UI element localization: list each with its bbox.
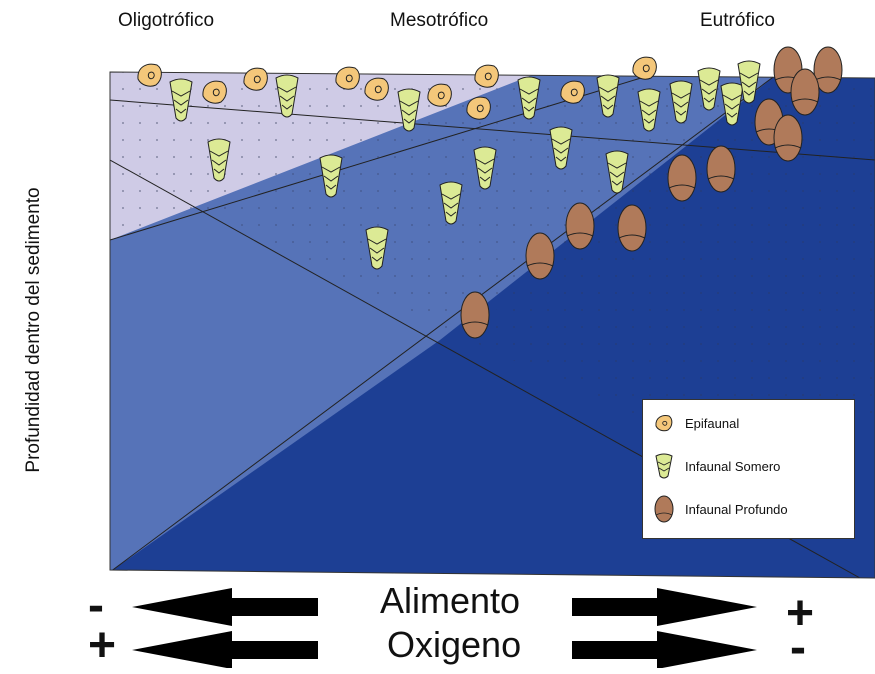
arrow-left-bottom	[132, 631, 318, 668]
oxigeno-right-sign: -	[790, 621, 806, 674]
infaunal-somero-organism	[517, 76, 541, 120]
infaunal-profundo-organism	[813, 46, 843, 94]
diagram-frame	[109, 71, 875, 579]
epifaunal-icon	[655, 415, 673, 432]
infaunal-profundo-organism	[617, 204, 647, 252]
infaunal-somero-organism	[397, 88, 421, 132]
epifaunal-organism	[364, 77, 389, 101]
header-eutrofico: Eutrófico	[700, 10, 775, 31]
infaunal-profundo-organism	[525, 232, 555, 280]
infaunal-profundo-organism	[790, 68, 820, 116]
alimento-right-sign: +	[786, 587, 815, 640]
arrow-right-bottom	[572, 631, 757, 668]
oxigeno-label: Oxigeno	[387, 624, 522, 665]
oxigeno-left-sign: +	[88, 619, 117, 672]
infaunal-somero-organism	[473, 146, 497, 190]
epifaunal-organism	[427, 83, 452, 107]
infaunal-profundo-organism	[460, 291, 490, 339]
epifaunal-organism	[243, 67, 268, 91]
epifaunal-organism	[474, 64, 499, 88]
epifaunal-organism	[137, 63, 162, 87]
arrow-right-top	[572, 588, 757, 626]
infaunal-somero-organism	[275, 74, 299, 118]
legend-item-infaunal-somero: Infaunal Somero	[653, 452, 780, 480]
boundary-line-eutro-deep	[110, 72, 781, 573]
infaunal-profundo-organisms	[460, 46, 843, 339]
infaunal-profundo-organism	[667, 154, 697, 202]
epifaunal-organism	[466, 96, 491, 120]
infaunal-profundo-organism	[773, 114, 803, 162]
epifaunal-organisms	[137, 56, 657, 120]
epifaunal-organism	[335, 66, 360, 90]
header-mesotrofico: Mesotrófico	[390, 10, 489, 31]
legend-item-infaunal-profundo: Infaunal Profundo	[653, 494, 788, 524]
dotted-region-medium	[200, 72, 780, 340]
infaunal-somero-organism	[737, 60, 761, 104]
infaunal-somero-icon	[655, 453, 673, 479]
epifaunal-organism	[632, 56, 657, 80]
alimento-label: Alimento	[380, 580, 521, 621]
legend-item-epifaunal: Epifaunal	[653, 412, 739, 434]
infaunal-somero-organism	[207, 138, 231, 182]
infaunal-somero-organism	[596, 74, 620, 118]
infaunal-somero-organisms	[169, 60, 761, 270]
infaunal-somero-organism	[720, 82, 744, 126]
header-oligotrofico: Oligotrófico	[118, 10, 215, 31]
alimento-left-sign: -	[88, 579, 104, 632]
infaunal-somero-organism	[549, 126, 573, 170]
legend: Epifaunal Infaunal Somero Infaunal Profu…	[642, 399, 855, 539]
legend-label-infaunal-profundo: Infaunal Profundo	[685, 501, 788, 517]
infaunal-profundo-organism	[706, 145, 736, 193]
infaunal-profundo-organism	[565, 202, 595, 250]
legend-label-epifaunal: Epifaunal	[685, 415, 740, 431]
infaunal-somero-organism	[439, 181, 463, 225]
arrow-left-top	[132, 588, 318, 626]
infaunal-somero-organism	[637, 88, 661, 132]
infaunal-profundo-icon	[654, 495, 674, 523]
infaunal-somero-organism	[669, 80, 693, 124]
legend-label-infaunal-somero: Infaunal Somero	[685, 458, 781, 474]
epifaunal-organism	[560, 80, 585, 104]
infaunal-somero-organism	[319, 154, 343, 198]
infaunal-somero-organism	[169, 78, 193, 122]
epifaunal-organism	[202, 80, 227, 104]
dotted-region-deep	[470, 72, 875, 420]
infaunal-somero-organism	[605, 150, 629, 194]
boundary-line-upper	[110, 99, 875, 161]
infaunal-somero-organism	[697, 67, 721, 111]
infaunal-somero-organism	[365, 226, 389, 270]
